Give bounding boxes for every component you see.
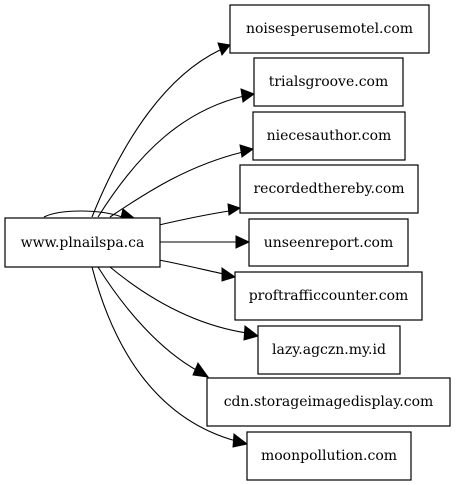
node-label: lazy.agczn.my.id [272, 342, 386, 358]
edge-to-moonpollution [91, 266, 237, 442]
edges [43, 42, 260, 448]
edge-self-loop [43, 210, 123, 218]
node-proftrafficcounter[interactable]: proftrafficcounter.com [234, 271, 423, 321]
node-niecesauthor[interactable]: niecesauthor.com [252, 111, 406, 161]
arrowhead-to-proftrafficcounter [221, 267, 237, 282]
arrowhead-to-noisesperusemotel [217, 42, 231, 57]
arrowhead-to-moonpollution [232, 433, 249, 448]
edge-to-cdn-storageimagedisplay [97, 266, 199, 372]
arrowhead-to-cdn-storageimagedisplay [192, 361, 210, 378]
node-label: www.plnailspa.ca [21, 235, 145, 251]
node-unseenreport[interactable]: unseenreport.com [248, 218, 409, 267]
edge-to-recordedthereby [158, 210, 230, 226]
arrowhead-to-lazy-agczn [243, 325, 260, 341]
node-label: trialsgroove.com [269, 74, 389, 90]
edge-to-proftrafficcounter [158, 259, 225, 275]
node-label: cdn.storageimagedisplay.com [224, 394, 434, 410]
arrowhead-to-recordedthereby [227, 203, 242, 216]
node-plnailspa[interactable]: www.plnailspa.ca [4, 217, 161, 268]
node-trialsgroove[interactable]: trialsgroove.com [253, 57, 404, 107]
node-label: recordedthereby.com [253, 181, 404, 197]
edge-to-niecesauthor [109, 151, 244, 218]
node-label: niecesauthor.com [267, 128, 392, 144]
node-cdn-storageimagedisplay[interactable]: cdn.storageimagedisplay.com [206, 377, 451, 427]
node-lazy-agczn[interactable]: lazy.agczn.my.id [257, 325, 401, 375]
edge-to-noisesperusemotel [91, 49, 221, 218]
node-noisesperusemotel[interactable]: noisesperusemotel.com [229, 4, 430, 54]
node-label: noisesperusemotel.com [246, 21, 413, 37]
arrowhead-to-trialsgroove [240, 88, 256, 103]
node-label: moonpollution.com [261, 448, 397, 464]
node-moonpollution[interactable]: moonpollution.com [246, 431, 412, 481]
edge-to-trialsgroove [97, 95, 245, 218]
node-recordedthereby[interactable]: recordedthereby.com [239, 164, 419, 214]
arrowhead-to-unseenreport [235, 235, 251, 249]
node-label: proftrafficcounter.com [249, 288, 409, 304]
arrowhead-to-niecesauthor [239, 144, 255, 158]
node-label: unseenreport.com [264, 235, 394, 251]
edge-to-lazy-agczn [109, 266, 248, 334]
